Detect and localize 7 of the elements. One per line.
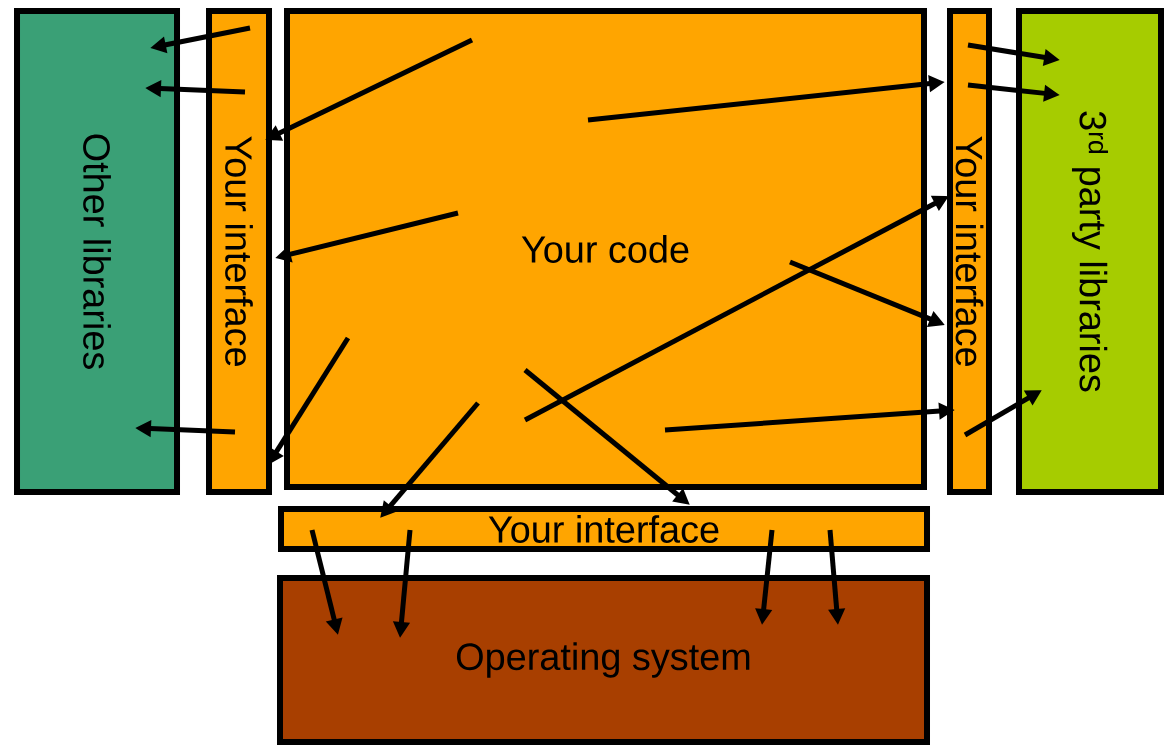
library-box: Other libraries — [14, 8, 180, 495]
interface-bar: Your interface — [206, 8, 272, 495]
code-box: Your code — [284, 8, 927, 490]
interface-bar: Your interface — [278, 506, 930, 552]
library-box: 3$^{rd}$ party libraries — [1016, 8, 1164, 495]
operating-system-box: Operating system — [277, 575, 930, 745]
interface-bar: Your interface — [947, 8, 992, 495]
